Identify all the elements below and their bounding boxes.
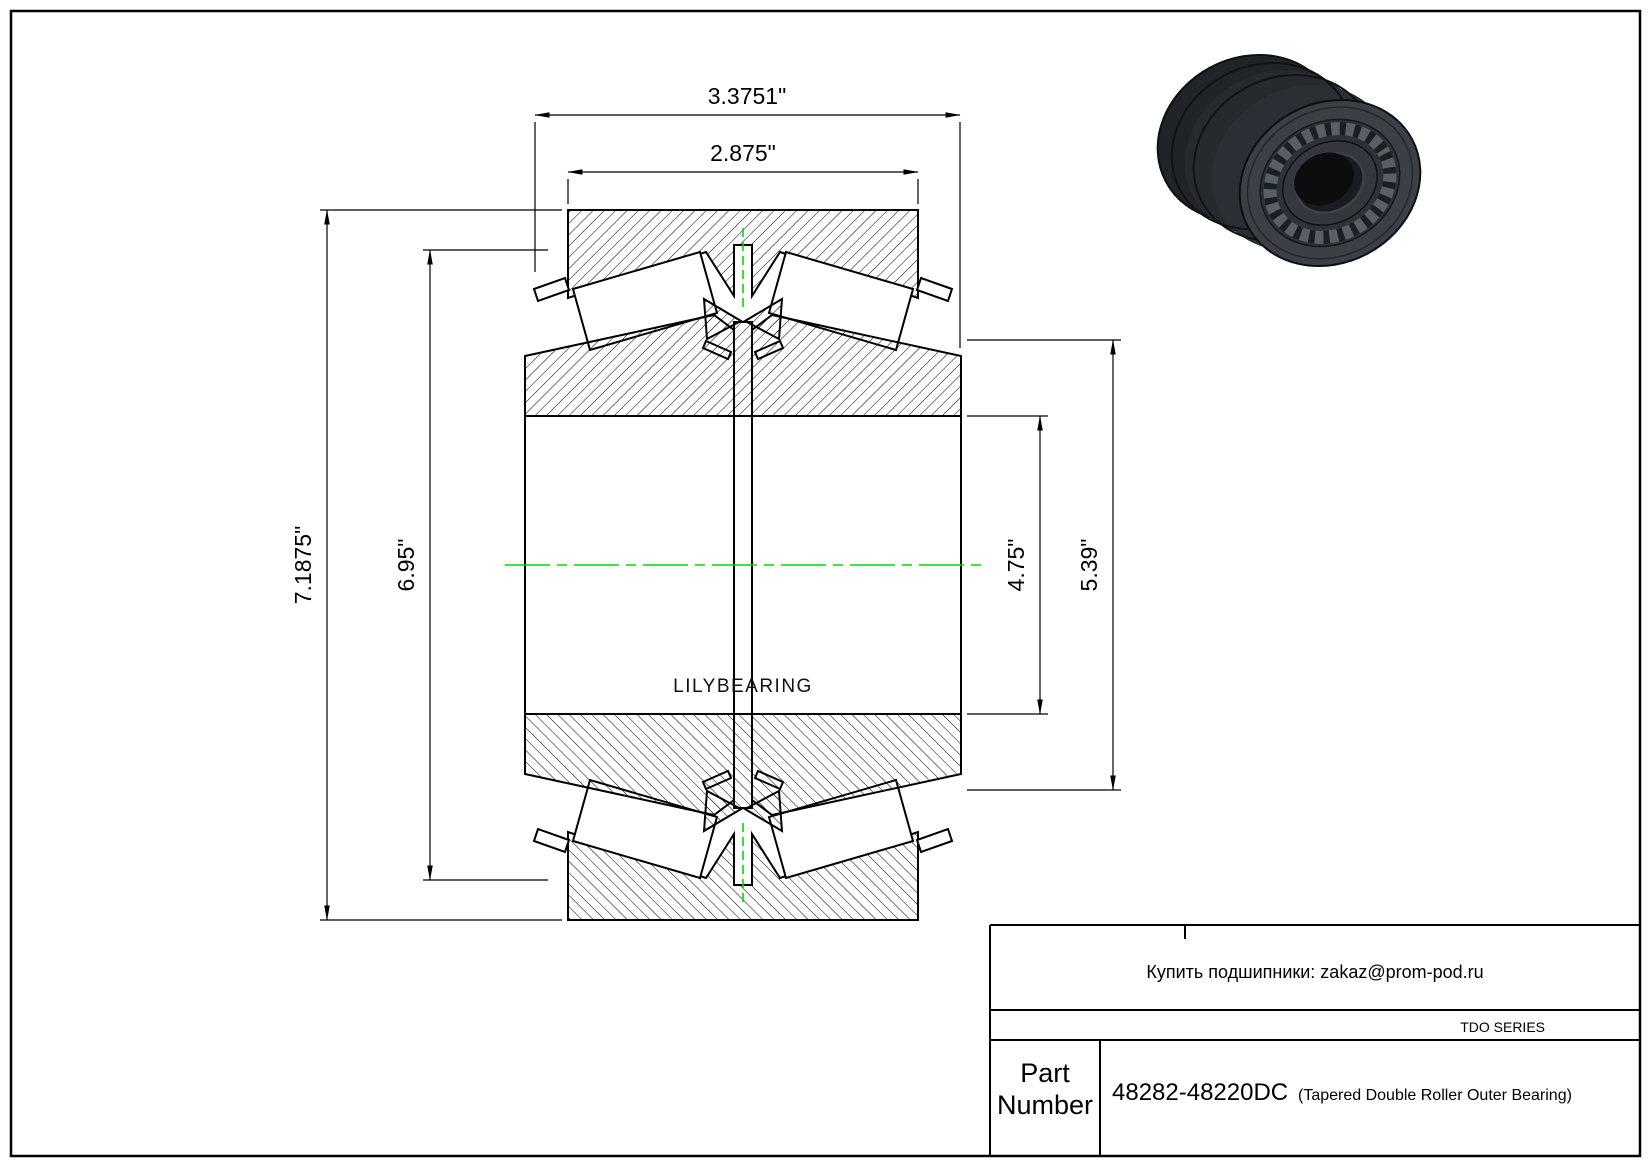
dim-rib-diameter: 5.39" bbox=[967, 339, 1121, 791]
dim-cup-width: 2.875" bbox=[567, 140, 919, 204]
cage-tip-left bbox=[532, 276, 571, 303]
cone-spacer bbox=[733, 321, 753, 417]
series-label: TDO SERIES bbox=[1460, 1019, 1545, 1035]
cage-tip-right bbox=[915, 276, 954, 303]
dim-overall-width: 3.3751" bbox=[534, 83, 961, 348]
watermark-text: LILYBEARING bbox=[673, 676, 813, 697]
part-label-line2: Number bbox=[997, 1090, 1093, 1120]
dim-bore-diameter-text: 4.75" bbox=[1003, 539, 1029, 592]
bearing-section-view bbox=[505, 209, 985, 921]
dim-cage-diameter-text: 6.95" bbox=[393, 539, 419, 592]
dim-cage-diameter: 6.95" bbox=[393, 249, 548, 881]
bearing-photo bbox=[1156, 53, 1422, 268]
dim-bore-diameter: 4.75" bbox=[967, 415, 1048, 715]
title-block: Купить подшипники: zakaz@prom-pod.ru TDO… bbox=[989, 924, 1640, 1156]
bearing-bottom-half bbox=[524, 713, 962, 921]
part-label-line1: Part bbox=[1020, 1058, 1070, 1088]
dim-overall-width-text: 3.3751" bbox=[708, 83, 787, 109]
bearing-top-half bbox=[524, 209, 962, 417]
dim-outer-diameter: 7.1875" bbox=[290, 209, 562, 921]
photo-face-groove bbox=[1246, 106, 1414, 260]
photo-rollers bbox=[1263, 122, 1397, 244]
part-type: (Tapered Double Roller Outer Bearing) bbox=[1298, 1087, 1572, 1104]
dim-rib-diameter-text: 5.39" bbox=[1076, 539, 1102, 592]
dim-cup-width-text: 2.875" bbox=[710, 140, 776, 166]
part-number: 48282-48220DC bbox=[1112, 1079, 1288, 1106]
photo-bore-shadow bbox=[1294, 152, 1354, 206]
page-border bbox=[9, 9, 1642, 1158]
dimensions: 3.3751" 2.875" 7.1875" 6.95" 4.75" bbox=[290, 83, 1121, 921]
contact-text: Купить подшипники: zakaz@prom-pod.ru bbox=[1146, 962, 1483, 982]
dim-outer-diameter-text: 7.1875" bbox=[290, 526, 316, 605]
